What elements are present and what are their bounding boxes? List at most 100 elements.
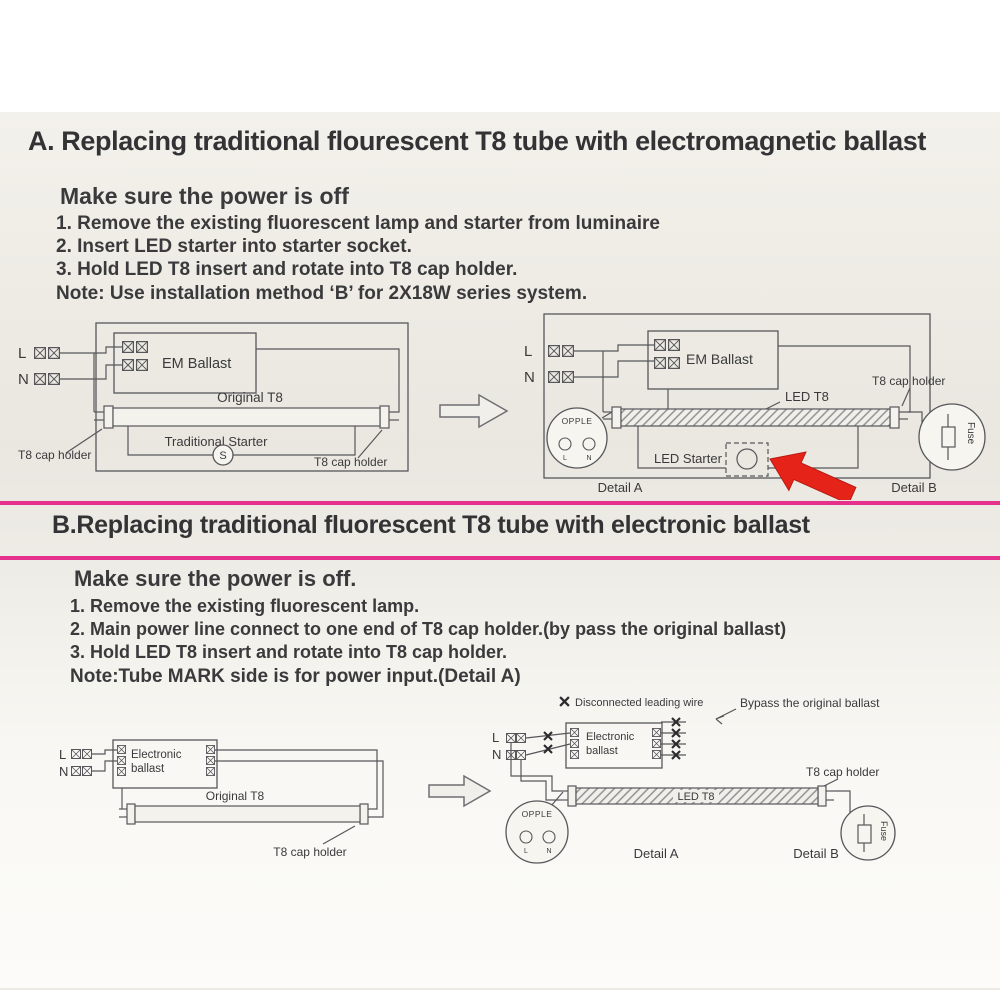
starter-circle: [212, 444, 234, 466]
tube-end-cap: [611, 406, 622, 429]
detail-a-label: Detail A: [634, 846, 679, 861]
diagram-b-before: L N Electronic ballast Original T8 T8 ca…: [59, 739, 384, 859]
pin-l-label: L: [563, 455, 567, 462]
fluorescent-tube: [112, 407, 381, 427]
neutral-label: N: [524, 369, 535, 386]
bypass-label: Bypass the original ballast: [740, 696, 880, 710]
fuse-symbol-icon: [857, 814, 872, 852]
ballast-terminal-icon: [654, 339, 680, 369]
section-a-subtitle: Make sure the power is off: [60, 183, 349, 209]
em-ballast-label: EM Ballast: [162, 356, 231, 372]
section-a-note: Note: Use installation method ‘B’ for 2X…: [56, 283, 588, 304]
live-label: L: [59, 747, 66, 762]
starter-symbol: S: [219, 450, 226, 462]
transform-arrow-icon: [428, 774, 492, 808]
section-b-step-3: 3. Hold LED T8 insert and rotate into T8…: [70, 642, 508, 662]
fuse-label: Fuse: [879, 821, 889, 841]
pin-l-icon: [519, 830, 533, 844]
tube-end-cap: [103, 405, 114, 429]
fuse-symbol-icon: [941, 414, 956, 460]
fuse-label: Fuse: [965, 422, 976, 445]
led-starter-label: LED Starter: [654, 451, 723, 466]
traditional-starter-label: Traditional Starter: [165, 434, 269, 449]
red-highlight-arrow-icon: [769, 451, 857, 500]
ballast-terminal-icon: [122, 341, 148, 371]
wires: [510, 721, 851, 813]
transform-arrow-icon: [439, 393, 509, 429]
terminal-block-icon: [548, 345, 574, 383]
section-b-subtitle: Make sure the power is off.: [74, 566, 357, 591]
detail-a-label: Detail A: [598, 480, 643, 495]
wires: [574, 344, 923, 469]
neutral-label: N: [492, 747, 501, 762]
detail-a-circle: [505, 800, 569, 864]
opple-brand: OPPLE: [522, 809, 553, 819]
pink-divider-top: [0, 501, 1000, 505]
wires: [92, 749, 384, 845]
terminal-block-icon: [34, 347, 60, 385]
pin-n-icon: [542, 830, 556, 844]
tube-end-cap: [817, 785, 827, 807]
live-label: L: [492, 730, 499, 745]
tube-end-cap: [126, 803, 136, 825]
fixture-outline: [95, 322, 409, 472]
neutral-label: N: [18, 371, 29, 388]
section-a-step-2: 2. Insert LED starter into starter socke…: [56, 236, 412, 257]
em-ballast-label: EM Ballast: [686, 351, 753, 367]
section-a-step-3: 3. Hold LED T8 insert and rotate into T8…: [56, 259, 518, 280]
live-label: L: [524, 343, 532, 360]
led-tube: [620, 408, 891, 427]
fluorescent-tube: [134, 805, 361, 823]
pink-divider-bottom: [0, 556, 1000, 560]
section-b-title: B.Replacing traditional fluorescent T8 t…: [52, 511, 810, 539]
ballast-label-line1: Electronic: [586, 731, 635, 743]
pin-n-label: N: [586, 455, 591, 462]
detail-a-circle: [546, 407, 608, 469]
detail-b-label: Detail B: [793, 846, 839, 861]
tube-end-cap: [889, 406, 900, 429]
disconnect-x-icon: [559, 696, 570, 707]
pin-l-icon: [558, 437, 572, 451]
original-t8-label: Original T8: [206, 789, 265, 803]
detail-b-label: Detail B: [891, 480, 937, 495]
electronic-ballast-box: [112, 739, 218, 789]
section-a-title: A. Replacing traditional flourescent T8 …: [28, 126, 926, 156]
diagram-a-after: L N EM Ballast LED T8 T8 cap h: [524, 313, 986, 500]
ballast-label-line1: Electronic: [131, 749, 182, 761]
cap-holder-label-left: T8 cap holder: [18, 448, 91, 462]
terminal-block-icon: [71, 749, 92, 776]
ballast-label-line2: ballast: [131, 763, 165, 775]
section-b-step-2: 2. Main power line connect to one end of…: [70, 619, 787, 639]
led-starter-circle: [736, 448, 758, 470]
tube-end-cap: [359, 803, 369, 825]
diagram-a-before: L N EM Ballast Original T8 Tradition: [18, 322, 409, 472]
em-ballast-box: [647, 330, 779, 390]
tube-end-cap: [567, 785, 577, 807]
cap-holder-label: T8 cap holder: [872, 374, 945, 388]
cap-holder-label: T8 cap holder: [273, 845, 346, 859]
led-t8-label: LED T8: [677, 791, 714, 803]
terminal-block-icon: [506, 733, 526, 760]
em-ballast-box: [113, 332, 257, 394]
paper-background: [0, 112, 1000, 990]
diagram-b-after: Disconnected leading wire Bypass the ori…: [492, 696, 896, 864]
disconnected-wire-label: Disconnected leading wire: [575, 697, 703, 709]
pin-n-label: N: [546, 848, 551, 855]
section-b-step-1: 1. Remove the existing fluorescent lamp.: [70, 596, 420, 616]
original-t8-label: Original T8: [217, 390, 283, 405]
cap-holder-label: T8 cap holder: [806, 765, 879, 779]
bypass-pointer: [715, 708, 737, 725]
led-starter-socket: [725, 442, 769, 477]
live-label: L: [18, 345, 26, 362]
cap-holder-label-right: T8 cap holder: [314, 455, 387, 469]
ballast-label-line2: ballast: [586, 745, 618, 757]
electronic-ballast-box: [565, 722, 663, 769]
led-t8-label: LED T8: [785, 389, 829, 404]
tube-end-cap: [379, 405, 390, 429]
section-b-note: Note:Tube MARK side is for power input.(…: [70, 666, 521, 687]
fixture-outline: [543, 313, 931, 479]
section-a-step-1: 1. Remove the existing fluorescent lamp …: [56, 213, 660, 234]
tube-label-plate: [673, 790, 719, 802]
neutral-label: N: [59, 764, 68, 779]
